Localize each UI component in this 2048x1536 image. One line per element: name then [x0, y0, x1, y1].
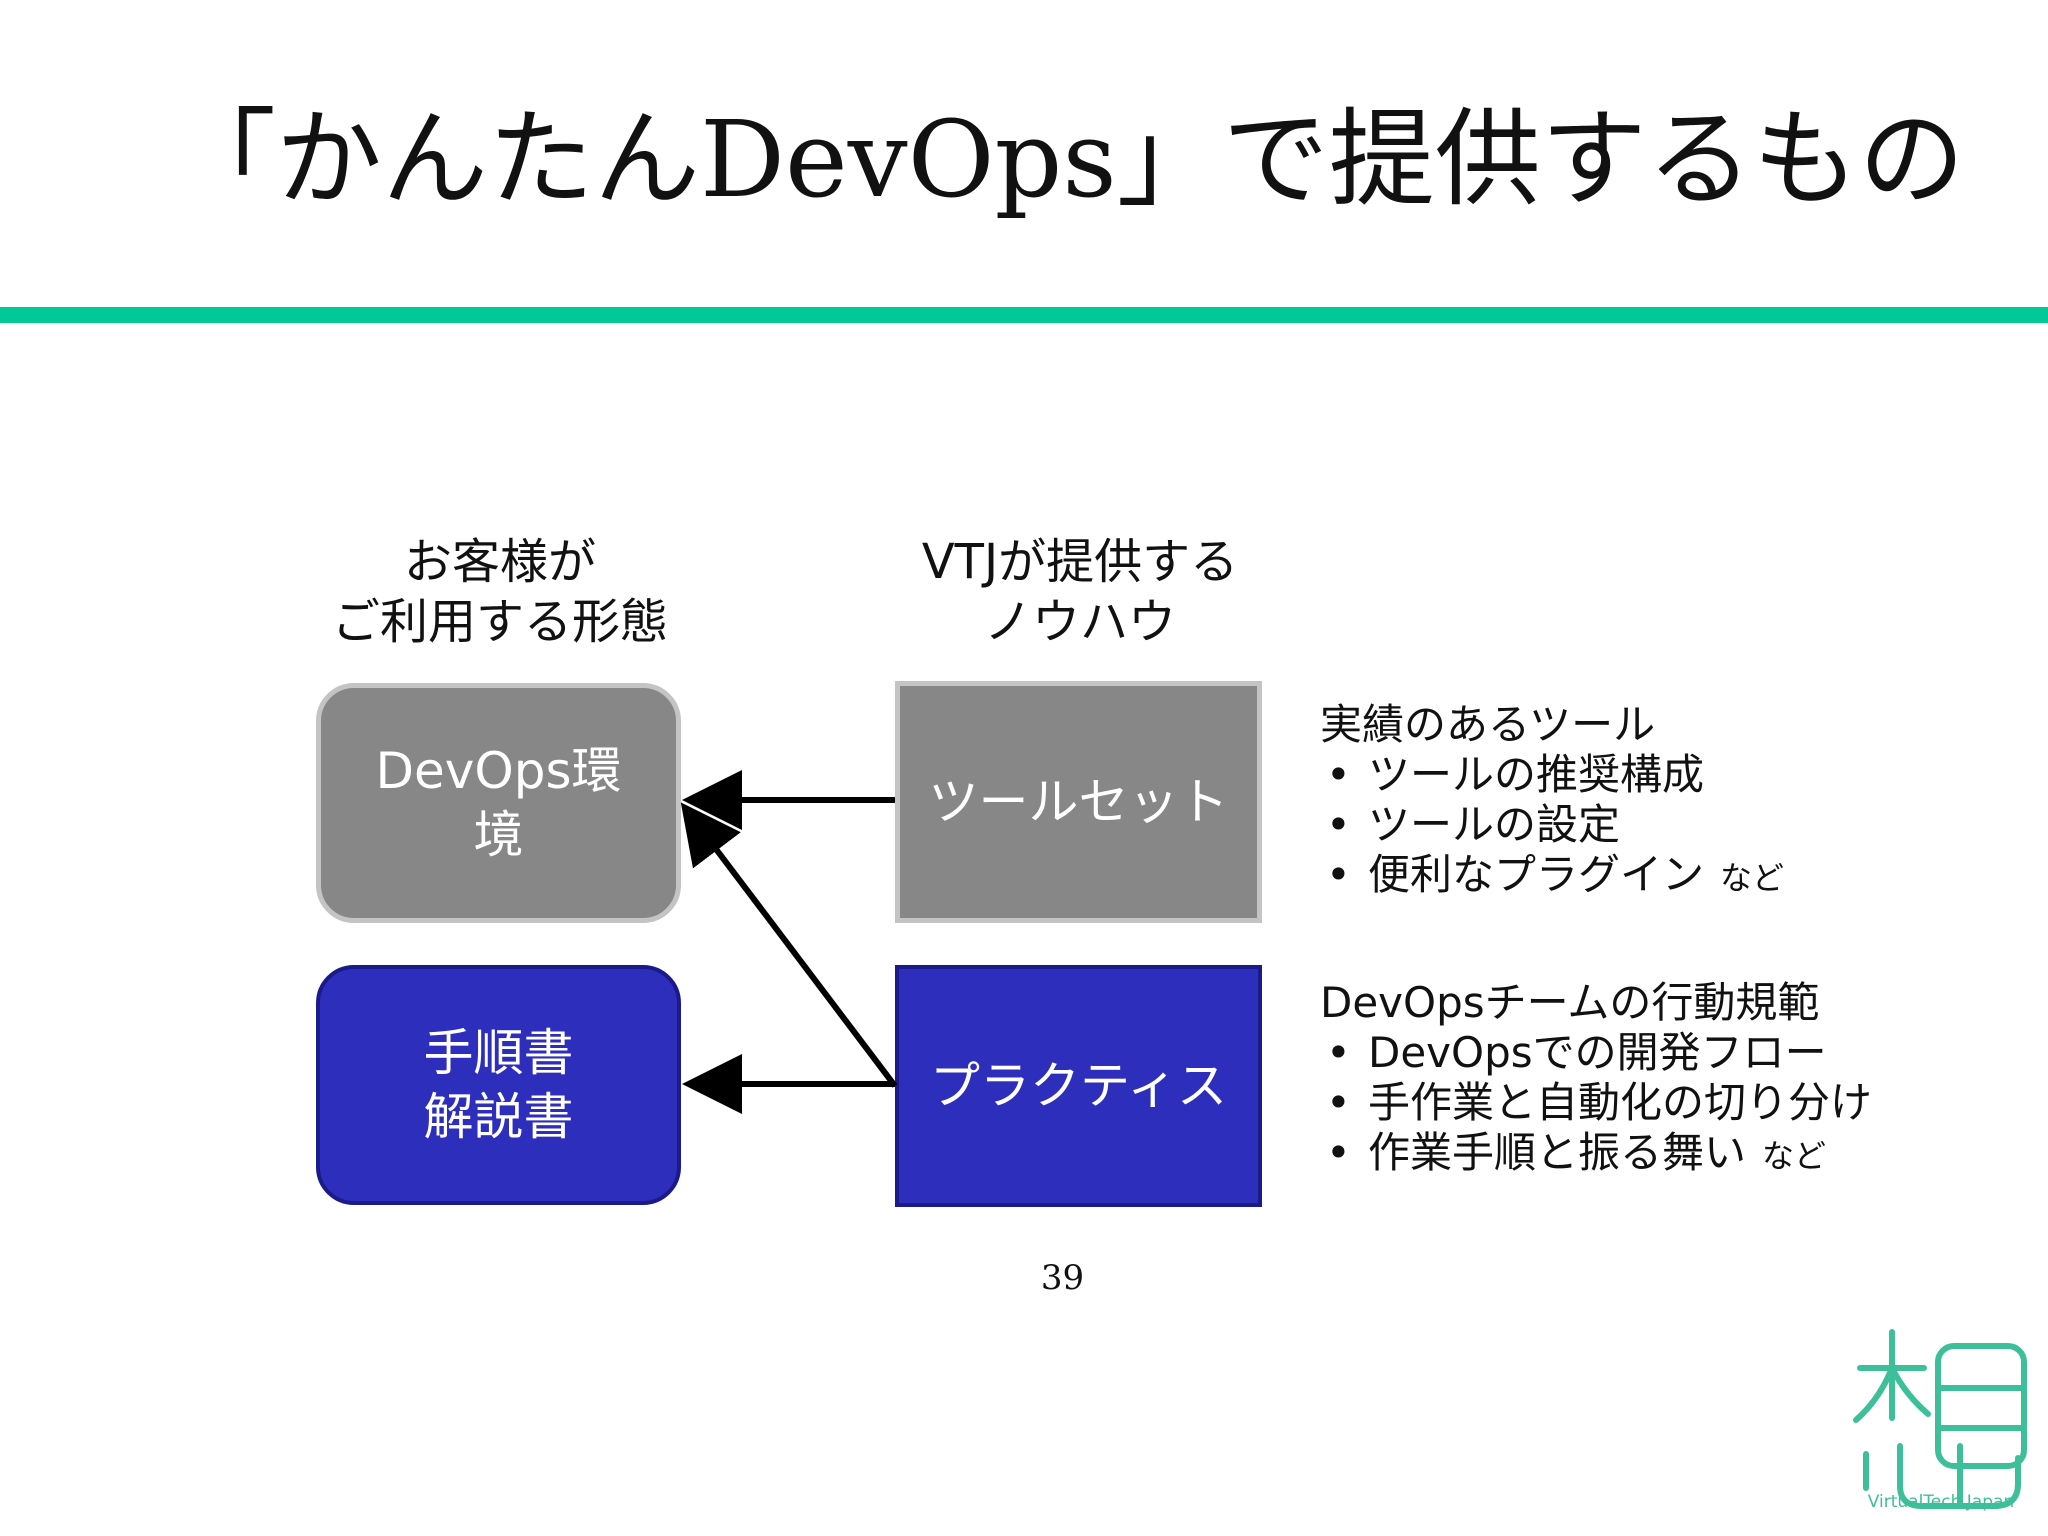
- bullet: •: [1326, 800, 1351, 849]
- list-item: • 便利なプラグインなど: [1320, 850, 1784, 903]
- vtj-knowhow-heading: VTJが提供する ノウハウ: [880, 532, 1280, 652]
- bullet: •: [1326, 1128, 1351, 1177]
- heading-line: お客様が: [403, 534, 596, 590]
- list-item-text: 便利なプラグイン: [1368, 850, 1705, 899]
- bullet: •: [1326, 750, 1351, 799]
- toolset-box: ツールセット: [895, 681, 1262, 923]
- list-item: • ツールの設定: [1320, 800, 1784, 850]
- list-item: • ツールの推奨構成: [1320, 750, 1784, 800]
- bullet: •: [1326, 1078, 1351, 1127]
- accent-divider: [0, 307, 2048, 323]
- list-item-text: 手作業と自動化の切り分け: [1368, 1078, 1873, 1127]
- list-item-text: ツールの設定: [1368, 800, 1621, 849]
- etc-suffix: など: [1762, 1137, 1827, 1175]
- list-item-text: ツールの推奨構成: [1368, 750, 1705, 799]
- practice-description-heading: DevOpsチームの行動規範: [1320, 978, 1820, 1027]
- heading-line: ご利用する形態: [331, 594, 668, 650]
- page-number: 39: [1040, 1258, 1085, 1298]
- slide-title: 「かんたんDevOps」で提供するもの: [170, 98, 1965, 221]
- heading-line: ノウハウ: [983, 594, 1176, 650]
- list-item: • 手作業と自動化の切り分け: [1320, 1078, 1872, 1128]
- box-line: 手順書: [423, 1024, 574, 1082]
- vtj-logo-text: VirtualTech Japan: [1867, 1492, 2015, 1512]
- practice-to-environment-arrow: [680, 802, 898, 1088]
- vtj-kanji-logo-icon: [1853, 1329, 2027, 1509]
- box-line: DevOps環: [375, 742, 622, 800]
- practice-description: DevOpsチームの行動規範 • DevOpsでの開発フロー • 手作業と自動化の切…: [1320, 978, 1872, 1181]
- list-item-text: DevOpsでの開発フロー: [1368, 1028, 1827, 1077]
- customer-usage-heading: お客様が ご利用する形態: [290, 532, 710, 652]
- devops-environment-box: DevOps環 境: [316, 683, 681, 923]
- etc-suffix: など: [1720, 859, 1785, 897]
- bullet: •: [1326, 850, 1351, 899]
- tools-description-heading: 実績のあるツール: [1320, 700, 1656, 749]
- manual-guide-box: 手順書 解説書: [316, 965, 681, 1205]
- list-item: • DevOpsでの開発フロー: [1320, 1028, 1872, 1078]
- box-line: 解説書: [423, 1088, 574, 1146]
- bullet: •: [1326, 1028, 1351, 1077]
- box-line: 境: [473, 806, 524, 864]
- heading-line: VTJが提供する: [921, 534, 1239, 590]
- list-item-text: 作業手順と振る舞い: [1368, 1128, 1747, 1177]
- practice-box: プラクティス: [895, 965, 1262, 1207]
- tools-description: 実績のあるツール • ツールの推奨構成 • ツールの設定 • 便利なプラグインなど: [1320, 700, 1784, 903]
- list-item: • 作業手順と振る舞いなど: [1320, 1128, 1872, 1181]
